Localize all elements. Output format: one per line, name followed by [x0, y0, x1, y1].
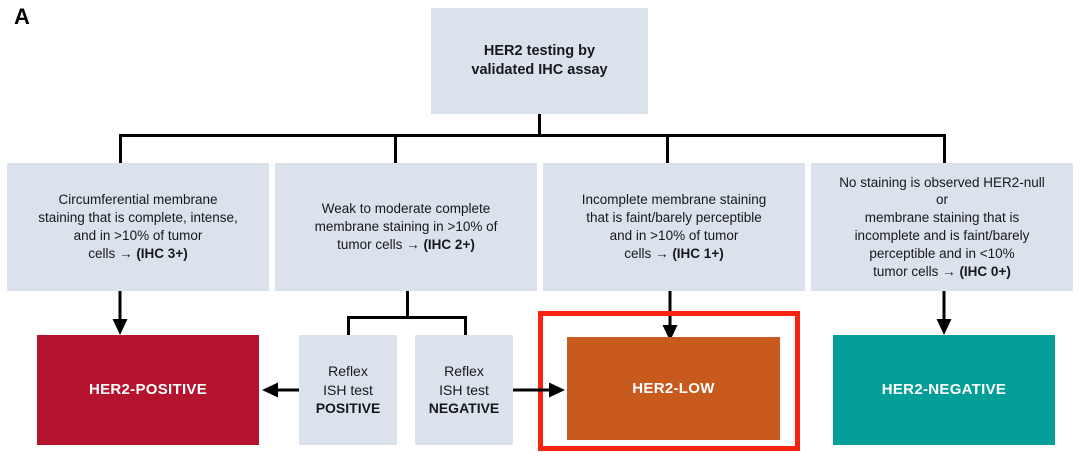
- arrow-reflex-negative-to-her2-low: [513, 382, 565, 398]
- reflex-ish-negative-text: Reflex ISH test NEGATIVE: [415, 362, 513, 417]
- arrow-ihc0-to-negative: [936, 291, 952, 335]
- connector-leg-reflex-negative: [464, 316, 467, 337]
- ihc-3-plus-line-2: staining that is complete, intense,: [38, 210, 238, 226]
- ihc-3-plus-score: (IHC 3+): [136, 245, 188, 261]
- ihc-1-plus-line-1: Incomplete membrane staining: [581, 192, 767, 208]
- connector-leg-ihc2: [394, 134, 397, 165]
- node-ihc-3-plus: Circumferential membrane staining that i…: [7, 163, 269, 291]
- ihc-0-plus-line-5: perceptible and in <10%: [869, 245, 1015, 261]
- node-her2-positive: HER2-POSITIVE: [37, 335, 259, 445]
- ihc-3-plus-line-1: Circumferential membrane: [58, 192, 218, 208]
- node-ihc-2-plus: Weak to moderate complete membrane stain…: [275, 163, 537, 291]
- reflex-positive-line-1: Reflex: [328, 363, 368, 380]
- connector-root-stem: [538, 114, 541, 136]
- reflex-positive-line-2: ISH test: [323, 381, 373, 398]
- ihc-0-plus-score: (IHC 0+): [959, 263, 1011, 279]
- reflex-positive-result: POSITIVE: [315, 400, 381, 417]
- connector-leg-ihc3: [119, 134, 122, 165]
- connector-leg-reflex-positive: [347, 316, 350, 337]
- ihc-1-plus-text: Incomplete membrane staining that is fai…: [543, 191, 805, 262]
- ihc-0-plus-text: No staining is observed HER2-null or mem…: [811, 174, 1073, 281]
- ihc-1-plus-score: (IHC 1+): [672, 245, 724, 261]
- ihc-3-plus-text: Circumferential membrane staining that i…: [7, 191, 269, 262]
- ihc-3-plus-line-3: and in >10% of tumor: [73, 228, 203, 243]
- reflex-negative-line-2: ISH test: [439, 381, 489, 398]
- reflex-ish-positive-text: Reflex ISH test POSITIVE: [299, 362, 397, 417]
- her2-positive-label: HER2-POSITIVE: [88, 381, 208, 399]
- ihc-2-plus-line-1: Weak to moderate complete: [321, 201, 491, 217]
- reflex-negative-line-1: Reflex: [444, 363, 484, 380]
- ihc-2-plus-score: (IHC 2+): [423, 236, 475, 252]
- node-her2-testing-root: HER2 testing by validated IHC assay: [431, 8, 648, 114]
- ihc-0-plus-line-1: No staining is observed HER2-null: [839, 174, 1045, 190]
- her2-negative-label: HER2-NEGATIVE: [881, 381, 1007, 399]
- ihc-3-plus-line-4: cells →: [88, 245, 137, 261]
- node-her2-negative: HER2-NEGATIVE: [833, 335, 1055, 445]
- node-reflex-ish-positive: Reflex ISH test POSITIVE: [299, 335, 397, 445]
- root-node-text: HER2 testing by validated IHC assay: [431, 42, 648, 80]
- connector-ihc2-bus: [347, 316, 467, 319]
- ihc-2-plus-line-2: membrane staining in >10% of: [314, 219, 498, 235]
- connector-leg-ihc0: [943, 134, 946, 165]
- ihc-2-plus-line-3: tumor cells →: [337, 236, 424, 252]
- connector-leg-ihc1: [666, 134, 669, 165]
- ihc-0-plus-line-4: incomplete and is faint/barely: [854, 228, 1030, 243]
- panel-label: A: [14, 4, 30, 29]
- ihc-1-plus-line-2: that is faint/barely perceptible: [586, 210, 762, 226]
- node-ihc-1-plus: Incomplete membrane staining that is fai…: [543, 163, 805, 291]
- ihc-0-plus-line-2: or: [935, 192, 948, 208]
- ihc-0-plus-line-6: tumor cells →: [873, 263, 960, 279]
- her2-low-label: HER2-LOW: [632, 379, 715, 397]
- node-ihc-0-plus: No staining is observed HER2-null or mem…: [811, 163, 1073, 291]
- connector-bus: [119, 134, 946, 137]
- reflex-negative-result: NEGATIVE: [428, 400, 500, 417]
- ihc-0-plus-line-3: membrane staining that is: [864, 210, 1020, 226]
- ihc-2-plus-text: Weak to moderate complete membrane stain…: [275, 200, 537, 253]
- her2-low-highlight-frame: [538, 311, 800, 451]
- node-reflex-ish-negative: Reflex ISH test NEGATIVE: [415, 335, 513, 445]
- connector-ihc2-stem: [406, 291, 409, 318]
- arrow-ihc3-to-positive: [112, 291, 128, 335]
- ihc-1-plus-line-3: and in >10% of tumor: [609, 228, 739, 243]
- root-line-1: HER2 testing by: [483, 42, 596, 59]
- node-her2-low: HER2-LOW: [567, 337, 780, 440]
- ihc-1-plus-line-4: cells →: [624, 245, 673, 261]
- arrow-ihc1-to-low: [662, 291, 678, 341]
- root-line-2: validated IHC assay: [471, 62, 608, 78]
